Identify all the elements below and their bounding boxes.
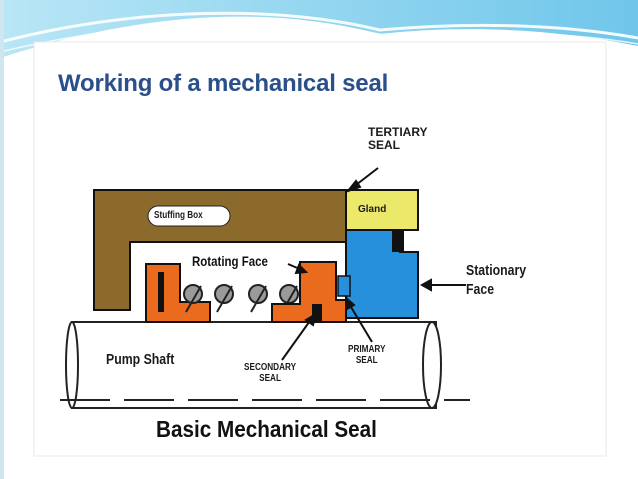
label-gland: Gland [358,204,387,215]
stationary-face-notch [337,275,351,297]
rotating-face [271,261,347,323]
label-stationary-face: Stationary Face [466,262,527,298]
stationary-face [345,229,419,319]
label-rotating-face: Rotating Face [192,253,268,269]
spring-coil [183,284,203,304]
slide-left-border [0,0,4,479]
arrow-secondary-seal [281,317,313,361]
arrow-primary-seal [347,301,373,343]
label-tertiary-seal: TERTIARY SEAL [368,125,428,153]
springs [183,284,299,313]
stuffing-box-tag [147,205,231,227]
label-secondary-seal: SECONDARY SEAL [244,362,297,384]
label-stuffing-box: Stuffing Box [154,210,203,221]
pump-shaft [71,321,437,409]
label-pump-shaft: Pump Shaft [106,351,175,368]
pump-shaft-right-end [422,321,442,409]
gland [345,189,419,231]
tertiary-seal-black [392,230,404,252]
slide-title: Working of a mechanical seal [58,70,389,97]
spring-coil [214,284,234,304]
pump-shaft-left-end [65,321,79,409]
label-primary-seal: PRIMARY SEAL [348,344,386,366]
header-wave-line [0,21,638,53]
header-wave-highlight [0,11,638,44]
spring-coil [248,284,268,304]
retainer-left-slot [158,272,164,312]
diagram-caption: Basic Mechanical Seal [156,416,377,442]
label-arrows [281,167,466,361]
